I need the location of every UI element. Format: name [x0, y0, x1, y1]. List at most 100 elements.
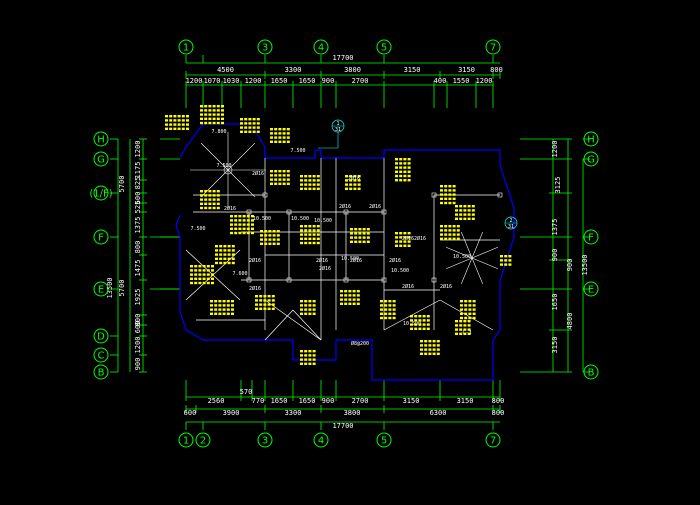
rebar-note-mark	[407, 244, 411, 247]
rebar-note-mark	[238, 223, 242, 226]
top-row2-dim-text: 1650	[299, 77, 316, 85]
rebar-note-mark	[349, 175, 353, 178]
rebar-note-mark	[304, 308, 308, 311]
rebar-note-mark	[165, 123, 168, 126]
rebar-note-mark	[440, 233, 443, 236]
rebar-note-mark	[216, 117, 220, 120]
rebar-note-mark	[504, 259, 508, 262]
rebar-note-mark	[271, 295, 275, 298]
left-middle-dim-text: 525	[134, 201, 142, 214]
rebar-note-mark	[403, 158, 407, 161]
rebar-note-mark	[366, 236, 370, 239]
axis-left-label: D	[97, 332, 105, 343]
rebar-note-mark	[231, 249, 235, 252]
axis-left-circle	[93, 131, 109, 147]
rebar-note-mark	[222, 304, 226, 307]
axis-top-1-label: 1	[183, 43, 189, 54]
rebar-note-mark	[399, 158, 403, 161]
rebar-note-mark	[459, 217, 463, 220]
rebar-note-mark	[384, 304, 388, 307]
rebar-note-mark	[410, 315, 413, 318]
rebar-note-mark	[399, 232, 403, 235]
rebar-note-mark	[350, 240, 353, 243]
beam-tag: 2Ø16	[316, 257, 328, 264]
axis-bottom-1-label: 1	[183, 436, 189, 447]
column-marker	[381, 209, 387, 215]
rebar-note-mark	[251, 223, 254, 226]
rebar-note-mark	[202, 281, 206, 285]
bottom-row1-dim-text: 800	[492, 397, 505, 405]
left-middle-dim-text: 825	[134, 177, 142, 190]
rebar-note-mark	[278, 182, 282, 185]
bay-fan-line-right	[461, 257, 473, 284]
rebar-note-mark	[366, 232, 370, 235]
column-marker	[343, 277, 349, 283]
rebar-note-mark	[215, 249, 218, 252]
rebar-note-mark	[274, 174, 278, 177]
axis-top-1-circle	[178, 39, 194, 55]
rebar-note-mark	[399, 174, 403, 178]
rebar-note-mark	[248, 126, 252, 129]
rebar-note-mark	[452, 193, 456, 196]
rebar-note-mark	[212, 206, 216, 210]
beam-line	[292, 309, 322, 341]
rebar-note-mark	[223, 245, 227, 248]
rebar-note-mark	[403, 244, 407, 247]
axis-bottom-4-circle	[313, 432, 329, 448]
rebar-note-mark	[212, 113, 216, 116]
rebar-note-mark	[471, 205, 475, 208]
right-dim-text: 900	[551, 249, 559, 262]
rebar-note-mark	[464, 304, 468, 307]
rebar-note-mark	[177, 119, 181, 122]
rebar-note-mark	[472, 312, 476, 315]
rebar-note-mark	[200, 194, 203, 197]
rebar-note-mark	[455, 320, 458, 323]
level-label: 10.500	[291, 216, 309, 222]
bay-fan-line-right	[471, 232, 483, 259]
axis-top-3-circle	[257, 39, 273, 55]
rebar-note-mark	[444, 197, 448, 200]
rebar-note-mark	[242, 219, 246, 222]
rebar-note-mark	[231, 304, 234, 307]
rebar-note-mark	[471, 217, 475, 220]
axis-right-G-label: G	[587, 155, 595, 166]
rebar-note-mark	[308, 241, 312, 245]
rebar-note-mark	[206, 277, 210, 280]
rebar-note-mark	[403, 179, 407, 182]
left-middle-dim-text: 900	[134, 358, 142, 371]
rebar-note-mark	[467, 205, 471, 208]
rebar-note-mark	[312, 175, 316, 178]
rebar-note-mark	[242, 227, 246, 230]
rebar-note-mark	[246, 215, 250, 218]
rebar-note-mark	[452, 225, 456, 228]
section-mark-1-sheet: 31	[335, 127, 341, 133]
rebar-note-mark	[240, 130, 243, 133]
beam-tag: 2Ø16	[414, 235, 426, 242]
rebar-note-mark	[463, 209, 467, 212]
rebar-note-mark	[362, 240, 366, 243]
rebar-note-mark	[216, 194, 220, 197]
rebar-note-mark	[358, 232, 362, 235]
rebar-note-mark	[428, 344, 432, 347]
rebar-note-mark	[173, 119, 177, 122]
rebar-note-mark	[366, 228, 370, 231]
level-label: 7.800	[211, 129, 226, 135]
rebar-note-mark	[278, 178, 282, 181]
rebar-note-mark	[212, 202, 216, 205]
rebar-note-mark	[206, 281, 210, 285]
note-glyph: Ø8@200	[351, 340, 369, 347]
rebar-note-mark	[286, 178, 290, 181]
rebar-note-mark	[440, 229, 443, 232]
rebar-note-mark	[231, 253, 235, 256]
axis-top-4-circle	[313, 39, 329, 55]
rebar-note-mark	[270, 182, 273, 185]
rebar-note-mark	[214, 308, 218, 311]
column-marker	[286, 209, 292, 215]
rebar-note-mark	[424, 340, 428, 343]
rebar-note-mark	[304, 175, 308, 178]
rebar-note-mark	[300, 241, 303, 245]
rebar-note-mark	[464, 316, 468, 320]
rebar-note-mark	[304, 233, 308, 236]
rebar-note-mark	[452, 237, 456, 240]
left-overall-dim-text: 13500	[106, 277, 114, 298]
